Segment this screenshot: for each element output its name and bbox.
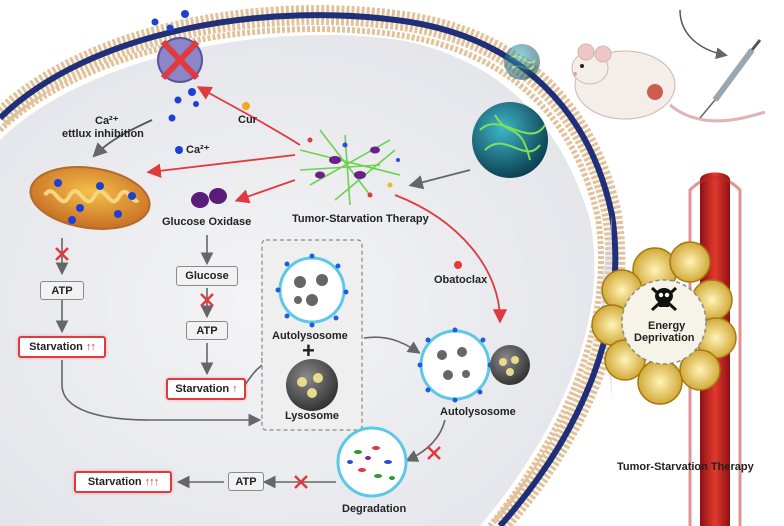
lysosome-icon: [286, 359, 338, 411]
up-arrows-icon: ↑↑: [85, 341, 96, 353]
drug-particles: [307, 137, 400, 198]
degradation-label: Degradation: [342, 503, 407, 515]
energy-deprivation-label-2: Deprivation: [634, 332, 695, 344]
syringe-icon: [699, 39, 762, 119]
mouse-illustration: [571, 43, 766, 123]
degradation-vesicle: [336, 426, 408, 498]
energy-deprivation-label-1: Energy: [648, 320, 686, 332]
glucose-box: Glucose: [176, 266, 238, 286]
drug-release-fibers: [299, 129, 401, 206]
tumor-starvation-center-label: Tumor-Starvation Therapy: [292, 213, 429, 225]
block-icon-mid: [200, 293, 214, 307]
cur-label: Cur: [238, 114, 257, 126]
starvation-bottom-text: Starvation: [87, 476, 142, 488]
autolysosome-top: [275, 253, 349, 328]
glucose-oxidase-icon: [191, 188, 227, 208]
starvation-box-left: Starvation ↑↑: [18, 336, 106, 358]
autolysosome-top-label: Autolysosome: [272, 330, 348, 342]
ca2-label: Ca²⁺: [186, 144, 210, 156]
cell-membrane-inner: [0, 26, 604, 526]
obatoclax-label: Obatoclax: [434, 274, 488, 286]
starvation-mid-text: Starvation: [175, 383, 230, 395]
calcium-channel: [157, 37, 203, 83]
cur-dot-icon: [242, 102, 250, 110]
obatoclax-dot-icon: [454, 261, 462, 269]
starvation-box-mid: Starvation ↑: [166, 378, 246, 400]
tumor-starvation-right-label: Tumor-Starvation Therapy: [617, 461, 754, 473]
starvation-left-text: Starvation: [29, 341, 83, 353]
block-icon-degradation: [427, 446, 441, 460]
mitochondrion: [29, 166, 151, 230]
up-arrows-icon: ↑↑↑: [144, 476, 159, 488]
atp-box-bottom: ATP: [228, 472, 264, 491]
nanoparticle-large: [472, 102, 548, 178]
ca-efflux-label-1: Ca²⁺: [95, 115, 119, 127]
up-arrow-icon: ↑: [232, 383, 237, 395]
ca-efflux-label-2: ettlux inhibition: [62, 128, 144, 140]
ca-dot-icon: [175, 146, 183, 154]
plus-sign: +: [302, 338, 315, 363]
skull-icon: [650, 286, 678, 312]
block-icon-left: [55, 247, 69, 261]
tumor-cluster: [591, 241, 737, 405]
starvation-box-bottom: Starvation ↑↑↑: [74, 471, 172, 493]
autolysosome-right-label: Autolysosome: [440, 406, 516, 418]
lysosome-label: Lysosome: [285, 410, 340, 422]
autolysosome-right: [417, 327, 530, 403]
atp-box-mid: ATP: [186, 321, 228, 340]
block-icon-bottom: [294, 475, 308, 489]
nanoparticle-small: [504, 44, 540, 80]
glucose-oxidase-label: Glucose Oxidase: [162, 216, 252, 228]
calcium-ions: [151, 10, 199, 122]
atp-box-left: ATP: [40, 281, 84, 300]
